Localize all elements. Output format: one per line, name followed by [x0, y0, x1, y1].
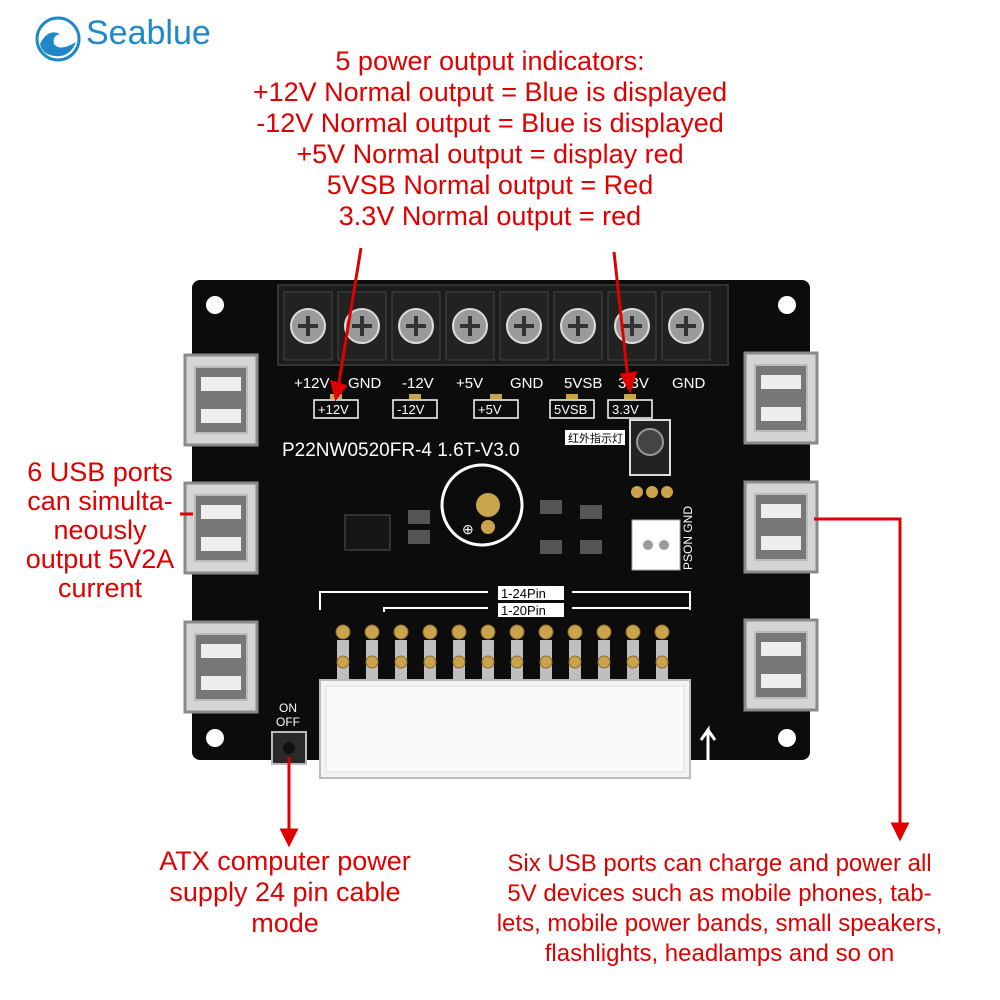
- ir-label: 红外指示灯: [568, 431, 623, 445]
- annotation-line: 3.3V Normal output = red: [338, 201, 642, 231]
- indicator-label: +5V: [478, 402, 502, 417]
- annotation-line: 5V devices such as mobile phones, tab-: [507, 880, 932, 907]
- terminal-screw-icon: [506, 308, 542, 344]
- annotation-line: Six USB ports can charge and power all: [507, 850, 932, 877]
- terminal-screw-icon: [452, 308, 488, 344]
- terminal-screw-icon: [398, 308, 434, 344]
- annotation-line: mode: [251, 908, 319, 938]
- svg-text:⊕: ⊕: [462, 521, 474, 537]
- annotation-line: +5V Normal output = display red: [296, 139, 684, 169]
- annotation-line: -12V Normal output = Blue is displayed: [256, 108, 724, 138]
- terminal-label: -12V: [402, 375, 434, 392]
- annotation-line: neously: [53, 515, 147, 545]
- atx-24pin-connector: [319, 624, 691, 779]
- indicator-label: 3.3V: [612, 402, 639, 417]
- annotation-line: +12V Normal output = Blue is displayed: [252, 77, 728, 107]
- pin24-label: 1-24Pin: [501, 586, 546, 601]
- usb-port-icon: [183, 620, 259, 714]
- wave-logo-icon: [35, 16, 81, 62]
- terminal-label: GND: [672, 375, 706, 392]
- indicator-label: -12V: [397, 402, 425, 417]
- screw-terminal-block: [277, 284, 729, 366]
- usb-ports-annotation: 6 USB ports can simulta- neously output …: [0, 458, 200, 603]
- indicator-label: +12V: [318, 402, 349, 417]
- indicator-annotation: 5 power output indicators: +12V Normal o…: [200, 46, 780, 232]
- pin20-label: 1-20Pin: [501, 603, 546, 618]
- on-label: ON: [279, 701, 297, 715]
- annotation-line: 5 power output indicators:: [335, 46, 645, 76]
- pson-connector: PSON GND: [631, 506, 695, 571]
- annotation-line: supply 24 pin cable: [169, 877, 401, 907]
- brand-logo: [30, 14, 230, 64]
- terminal-screw-icon: [560, 308, 596, 344]
- model-label: P22NW0520FR-4 1.6T-V3.0: [282, 440, 520, 461]
- atx-annotation: ATX computer power supply 24 pin cable m…: [130, 846, 440, 939]
- terminal-label: 5VSB: [564, 375, 602, 392]
- annotation-line: 5VSB Normal output = Red: [326, 170, 654, 200]
- usb-port-icon: [743, 618, 819, 712]
- usb-port-icon: [743, 480, 819, 574]
- terminal-screw-icon: [290, 308, 326, 344]
- usb-charging-annotation: Six USB ports can charge and power all 5…: [462, 849, 977, 969]
- usb-port-icon: [183, 481, 259, 575]
- terminal-label: +12V: [294, 375, 329, 392]
- indicator-labels: +12V -12V +5V 5VSB 3.3V: [313, 394, 653, 419]
- off-label: OFF: [276, 715, 300, 729]
- terminal-screw-icon: [344, 308, 380, 344]
- annotation-line: output 5V2A: [25, 544, 175, 574]
- terminal-label: GND: [348, 375, 382, 392]
- annotation-line: lets, mobile power bands, small speakers…: [496, 910, 943, 937]
- usb-port-icon: [183, 353, 259, 447]
- terminal-label: +5V: [456, 375, 483, 392]
- usb-port-icon: [743, 351, 819, 445]
- annotation-line: ATX computer power: [159, 846, 411, 876]
- indicator-label: 5VSB: [554, 402, 587, 417]
- ir-receiver: 红外指示灯: [565, 419, 673, 498]
- brand-name: Seablue: [86, 14, 211, 52]
- terminal-screw-icon: [668, 308, 704, 344]
- annotation-line: current: [57, 573, 143, 603]
- terminal-label: GND: [510, 375, 544, 392]
- annotation-arrows: [180, 247, 910, 848]
- annotation-line: flashlights, headlamps and so on: [544, 940, 895, 967]
- pson-label: PSON GND: [681, 506, 695, 570]
- annotation-line: 6 USB ports: [27, 457, 173, 487]
- capacitor: ⊕: [440, 463, 524, 547]
- annotation-line: can simulta-: [27, 486, 173, 516]
